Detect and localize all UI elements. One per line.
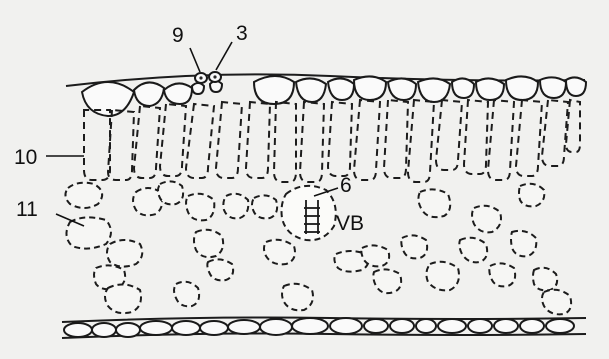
upper-epidermis	[66, 74, 586, 116]
label-vascular-bundle: VB	[336, 212, 364, 235]
label-bundle-sheath: 6	[340, 174, 352, 197]
lower-epidermis	[62, 318, 586, 339]
label-stoma: 3	[236, 22, 248, 45]
label-guard-cell: 9	[172, 24, 184, 47]
label-palisade: 10	[14, 146, 37, 169]
label-spongy: 11	[16, 198, 38, 221]
vascular-bundle	[282, 186, 336, 240]
stoma-guard-cells	[195, 72, 221, 83]
palisade-mesophyll	[84, 100, 580, 182]
